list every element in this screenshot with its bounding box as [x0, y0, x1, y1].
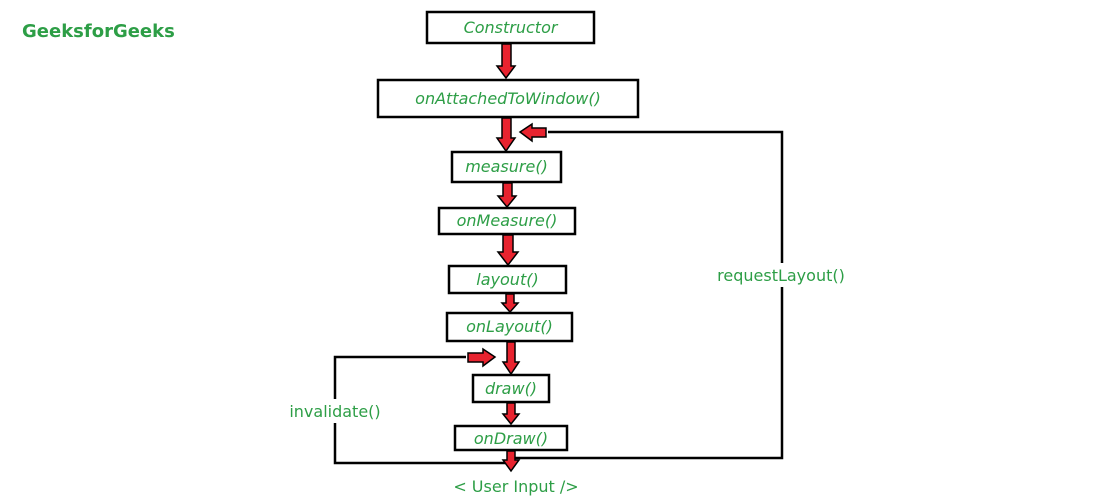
node-label: onMeasure() [457, 211, 558, 230]
node-label: Constructor [464, 18, 559, 37]
arrow-onmeasure-to-layout [496, 234, 520, 267]
arrow-layout-to-onlayout [500, 293, 520, 314]
node-draw: draw() [471, 373, 551, 404]
brand-logo-text: GeeksforGeeks [22, 21, 175, 42]
node-on-draw: onDraw() [453, 424, 569, 452]
node-label: measure() [465, 157, 548, 176]
node-label: draw() [485, 379, 537, 398]
node-constructor: Constructor [425, 10, 596, 45]
request-layout-label-bg [710, 263, 852, 287]
arrow-draw-to-ondraw [501, 402, 521, 426]
arrow-request-layout-entry [518, 122, 547, 143]
arrow-onlayout-to-draw [501, 341, 521, 376]
node-on-layout: onLayout() [445, 311, 574, 343]
node-layout: layout() [447, 264, 568, 295]
node-label: onLayout() [466, 317, 553, 336]
request-layout-label: requestLayout() [717, 266, 845, 285]
node-on-attached-to-window: onAttachedToWindow() [376, 78, 640, 119]
node-label: layout() [476, 270, 538, 289]
node-measure: measure() [450, 150, 563, 184]
arrow-invalidate-entry [467, 347, 497, 368]
arrow-constructor-to-attached [495, 43, 517, 80]
node-label: onDraw() [474, 429, 548, 448]
node-on-measure: onMeasure() [437, 206, 577, 236]
arrow-measure-to-onmeasure [496, 182, 518, 209]
node-label: onAttachedToWindow() [415, 89, 601, 108]
invalidate-label-bg [280, 399, 390, 423]
request-layout-loop-line [513, 130, 784, 460]
user-input-label: < User Input /> [453, 477, 578, 496]
arrow-attached-to-measure [495, 117, 517, 153]
arrow-ondraw-to-user-input [501, 450, 521, 473]
invalidate-label: invalidate() [289, 402, 380, 421]
